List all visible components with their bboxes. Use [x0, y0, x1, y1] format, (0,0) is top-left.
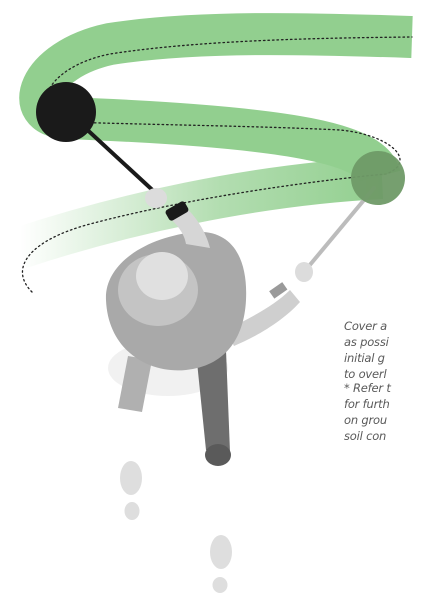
head	[136, 252, 188, 300]
caption-line: on grou	[344, 412, 424, 428]
caption-line: Cover a	[344, 318, 424, 334]
caption-line: * Refer t	[344, 380, 424, 396]
footprint-left	[120, 461, 142, 520]
caption-line: soil con	[344, 428, 424, 444]
search-coil-back	[351, 151, 405, 205]
search-coil-front	[36, 82, 96, 142]
footprint-right	[210, 535, 232, 593]
footprints	[120, 461, 232, 593]
instruction-caption: Cover a as possi initial g to overl	[344, 318, 424, 382]
caption-line: initial g	[344, 350, 424, 366]
sweep-band-upper	[40, 34, 412, 176]
caption-line: for furth	[344, 396, 424, 412]
footnote-caption: * Refer t for furth on grou soil con	[344, 380, 424, 444]
caption-line: as possi	[344, 334, 424, 350]
